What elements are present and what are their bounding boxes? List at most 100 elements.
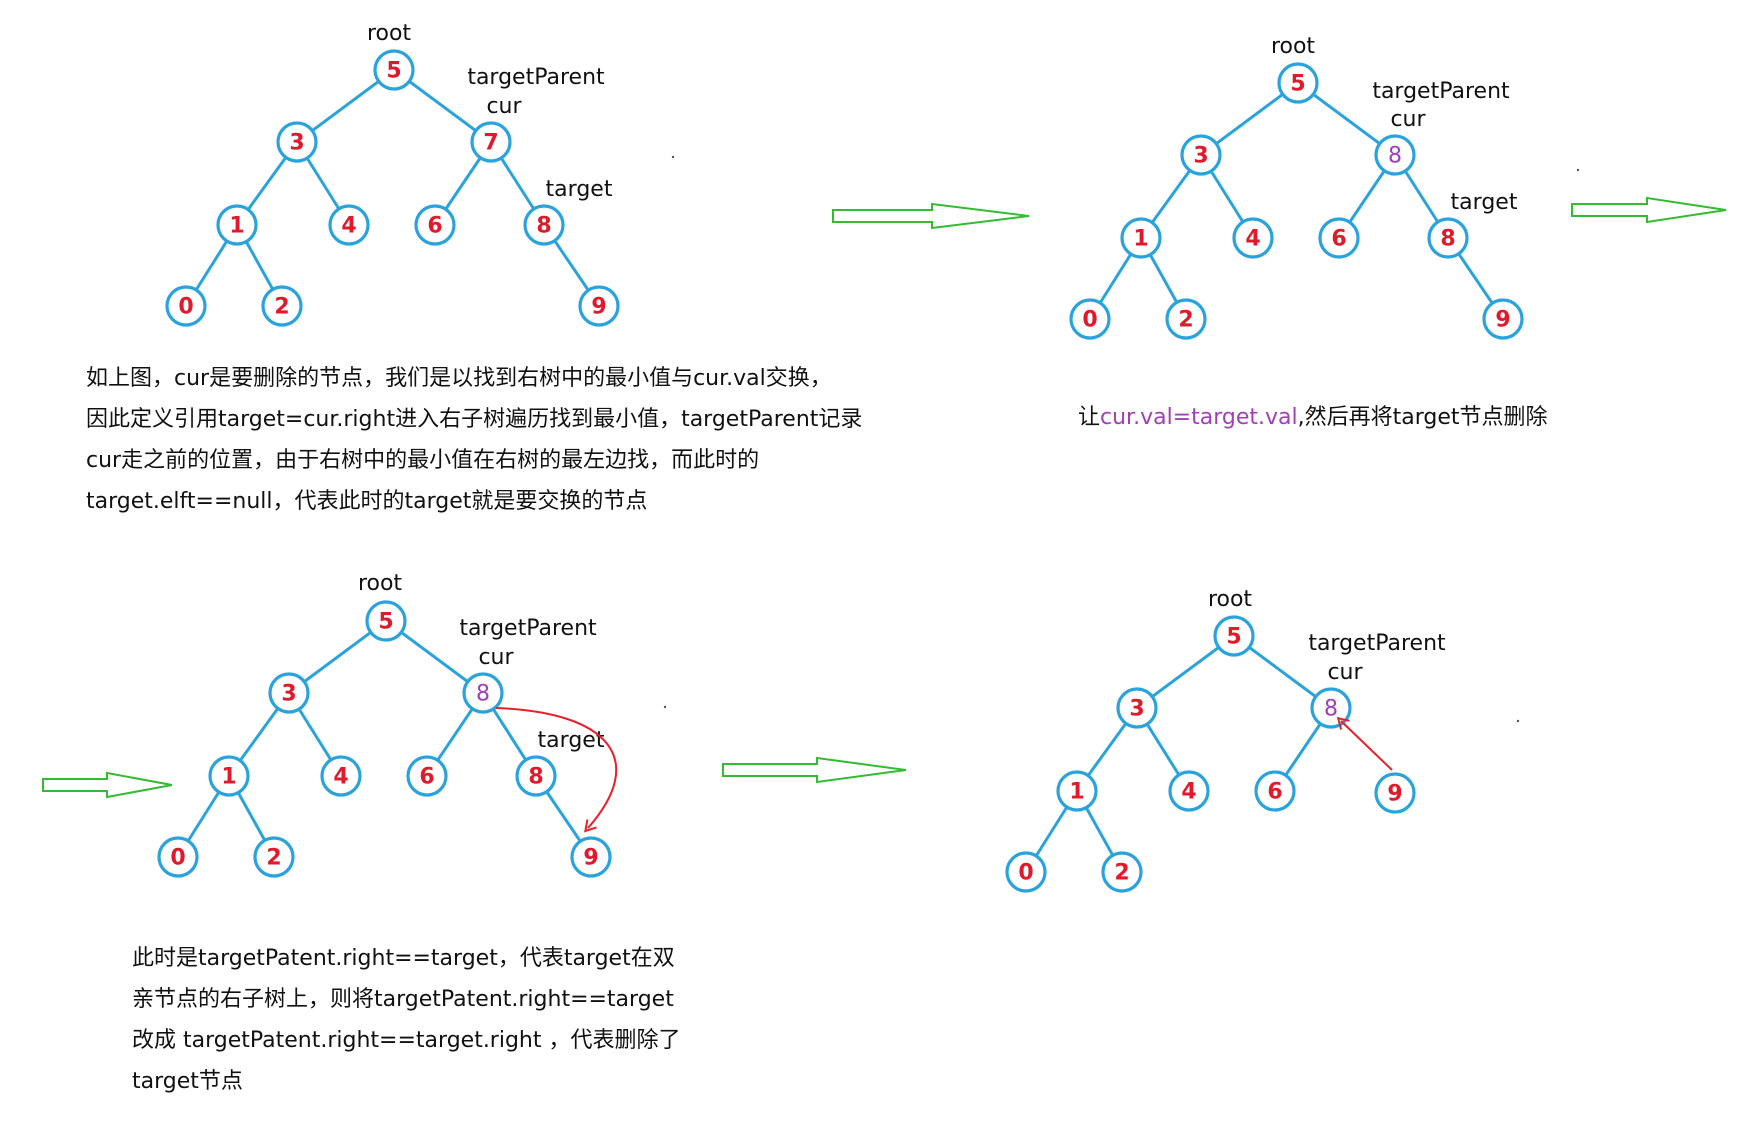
- tree-node: [1101, 851, 1143, 893]
- step-arrow-2: [1571, 196, 1727, 224]
- text-line: target节点: [132, 1069, 243, 1094]
- tree-node-label: 8: [536, 214, 551, 239]
- tree-node: [1374, 134, 1416, 176]
- tree-node-label: 4: [1245, 227, 1260, 252]
- target-parent-label: targetParent: [467, 65, 605, 90]
- tree-node-label: 3: [289, 131, 304, 156]
- tree-node: [165, 285, 207, 327]
- tree-node-label: 2: [266, 846, 281, 871]
- tree-node-label: 8: [1324, 697, 1338, 722]
- tree-node: [365, 600, 407, 642]
- tree-node-label: 6: [427, 214, 442, 239]
- tree-node: [373, 49, 415, 91]
- tree-node-label: 8: [1440, 227, 1455, 252]
- speck: [1516, 719, 1520, 723]
- tree-node: [1374, 772, 1416, 814]
- tree-node: [268, 672, 310, 714]
- tree-node: [1056, 770, 1098, 812]
- tree-node: [328, 204, 370, 246]
- root-label: root: [1271, 34, 1315, 59]
- tree-node-label: 8: [476, 682, 490, 707]
- target-parent-label: targetParent: [1372, 79, 1510, 104]
- tree-node: [578, 285, 620, 327]
- tree-node-label: 4: [333, 765, 348, 790]
- text-line: target.elft==null，代表此时的target就是要交换的节点: [86, 489, 648, 514]
- target-parent-label: targetParent: [1308, 631, 1446, 656]
- tree-node-label: 3: [1129, 697, 1144, 722]
- tree-node: [1180, 134, 1222, 176]
- tree-node-label: 9: [1387, 782, 1402, 807]
- tree-node-label: 6: [1267, 780, 1282, 805]
- tree-node: [1165, 298, 1207, 340]
- explanation-text-2: 让cur.val=target.val,然后再将target节点删除: [1078, 397, 1548, 438]
- tree-node-label: 3: [1193, 144, 1208, 169]
- tree-node-label: 4: [341, 214, 356, 239]
- text-line: 改成 targetPatent.right==target.right ，代表删…: [132, 1028, 681, 1053]
- tree-node-label: 1: [229, 214, 244, 239]
- tree-node: [1318, 217, 1360, 259]
- tree-node-label: 0: [1082, 308, 1097, 333]
- tree-node-label: 2: [274, 295, 289, 320]
- tree-node-label: 0: [178, 295, 193, 320]
- text-line: 亲节点的右子树上，则将targetPatent.right==target: [132, 987, 674, 1012]
- tree-node-label: 2: [1114, 861, 1129, 886]
- tree-node: [1069, 298, 1111, 340]
- tree-node-label: 6: [419, 765, 434, 790]
- tree-node: [1213, 615, 1255, 657]
- explanation-text-3: 此时是targetPatent.right==target，代表target在双…: [132, 938, 681, 1102]
- tree-node: [1116, 687, 1158, 729]
- tree-node: [208, 755, 250, 797]
- tree-node: [462, 672, 504, 714]
- tree-node: [157, 836, 199, 878]
- tree-node: [570, 836, 612, 878]
- tree-node-label: 6: [1331, 227, 1346, 252]
- text-line: 如上图，cur是要删除的节点，我们是以找到右树中的最小值与cur.val交换，: [86, 366, 832, 391]
- tree-node-label: 1: [1133, 227, 1148, 252]
- tree-node: [1482, 298, 1524, 340]
- tree-node: [261, 285, 303, 327]
- tree-node: [1277, 62, 1319, 104]
- text-line: 此时是targetPatent.right==target，代表target在双: [132, 946, 675, 971]
- tree-node: [276, 121, 318, 163]
- root-label: root: [1208, 587, 1252, 612]
- highlighted-code: cur.val=target.val: [1100, 405, 1298, 430]
- speck: [671, 155, 675, 159]
- tree-node: [1120, 217, 1162, 259]
- tree-node: [320, 755, 362, 797]
- step-arrow-3: [42, 771, 173, 799]
- target-label: target: [1451, 190, 1518, 215]
- tree-node: [1427, 217, 1469, 259]
- tree-node: [1168, 770, 1210, 812]
- red-curved-arrow: [495, 707, 618, 833]
- tree-node-label: 2: [1178, 308, 1193, 333]
- tree-node-label: 5: [386, 59, 401, 84]
- tree-node-label: 1: [221, 765, 236, 790]
- tree-node-label: 3: [281, 682, 296, 707]
- tree-node: [1005, 851, 1047, 893]
- cur-label: cur: [486, 94, 522, 119]
- tree-node: [515, 755, 557, 797]
- tree-node-label: 8: [528, 765, 543, 790]
- text-pre: 让: [1078, 405, 1101, 430]
- text-line: cur走之前的位置，由于右树中的最小值在右树的最左边找，而此时的: [86, 448, 760, 473]
- tree-node-label: 5: [378, 610, 393, 635]
- speck: [1576, 168, 1580, 172]
- tree-node-label: 1: [1069, 780, 1084, 805]
- tree-node: [216, 204, 258, 246]
- text-line: 让cur.val=target.val,然后再将target节点删除: [1078, 397, 1548, 438]
- text-post: ,然后再将target节点删除: [1297, 405, 1548, 430]
- tree-node: [253, 836, 295, 878]
- tree-node-label: 9: [1495, 308, 1510, 333]
- text-line: 因此定义引用target=cur.right进入右子树遍历找到最小值，targe…: [86, 407, 863, 432]
- red-reconnect-arrow: [1336, 716, 1393, 771]
- target-parent-label: targetParent: [459, 616, 597, 641]
- root-label: root: [358, 571, 402, 596]
- root-label: root: [367, 21, 411, 46]
- cur-label: cur: [1390, 107, 1426, 132]
- tree-node: [523, 204, 565, 246]
